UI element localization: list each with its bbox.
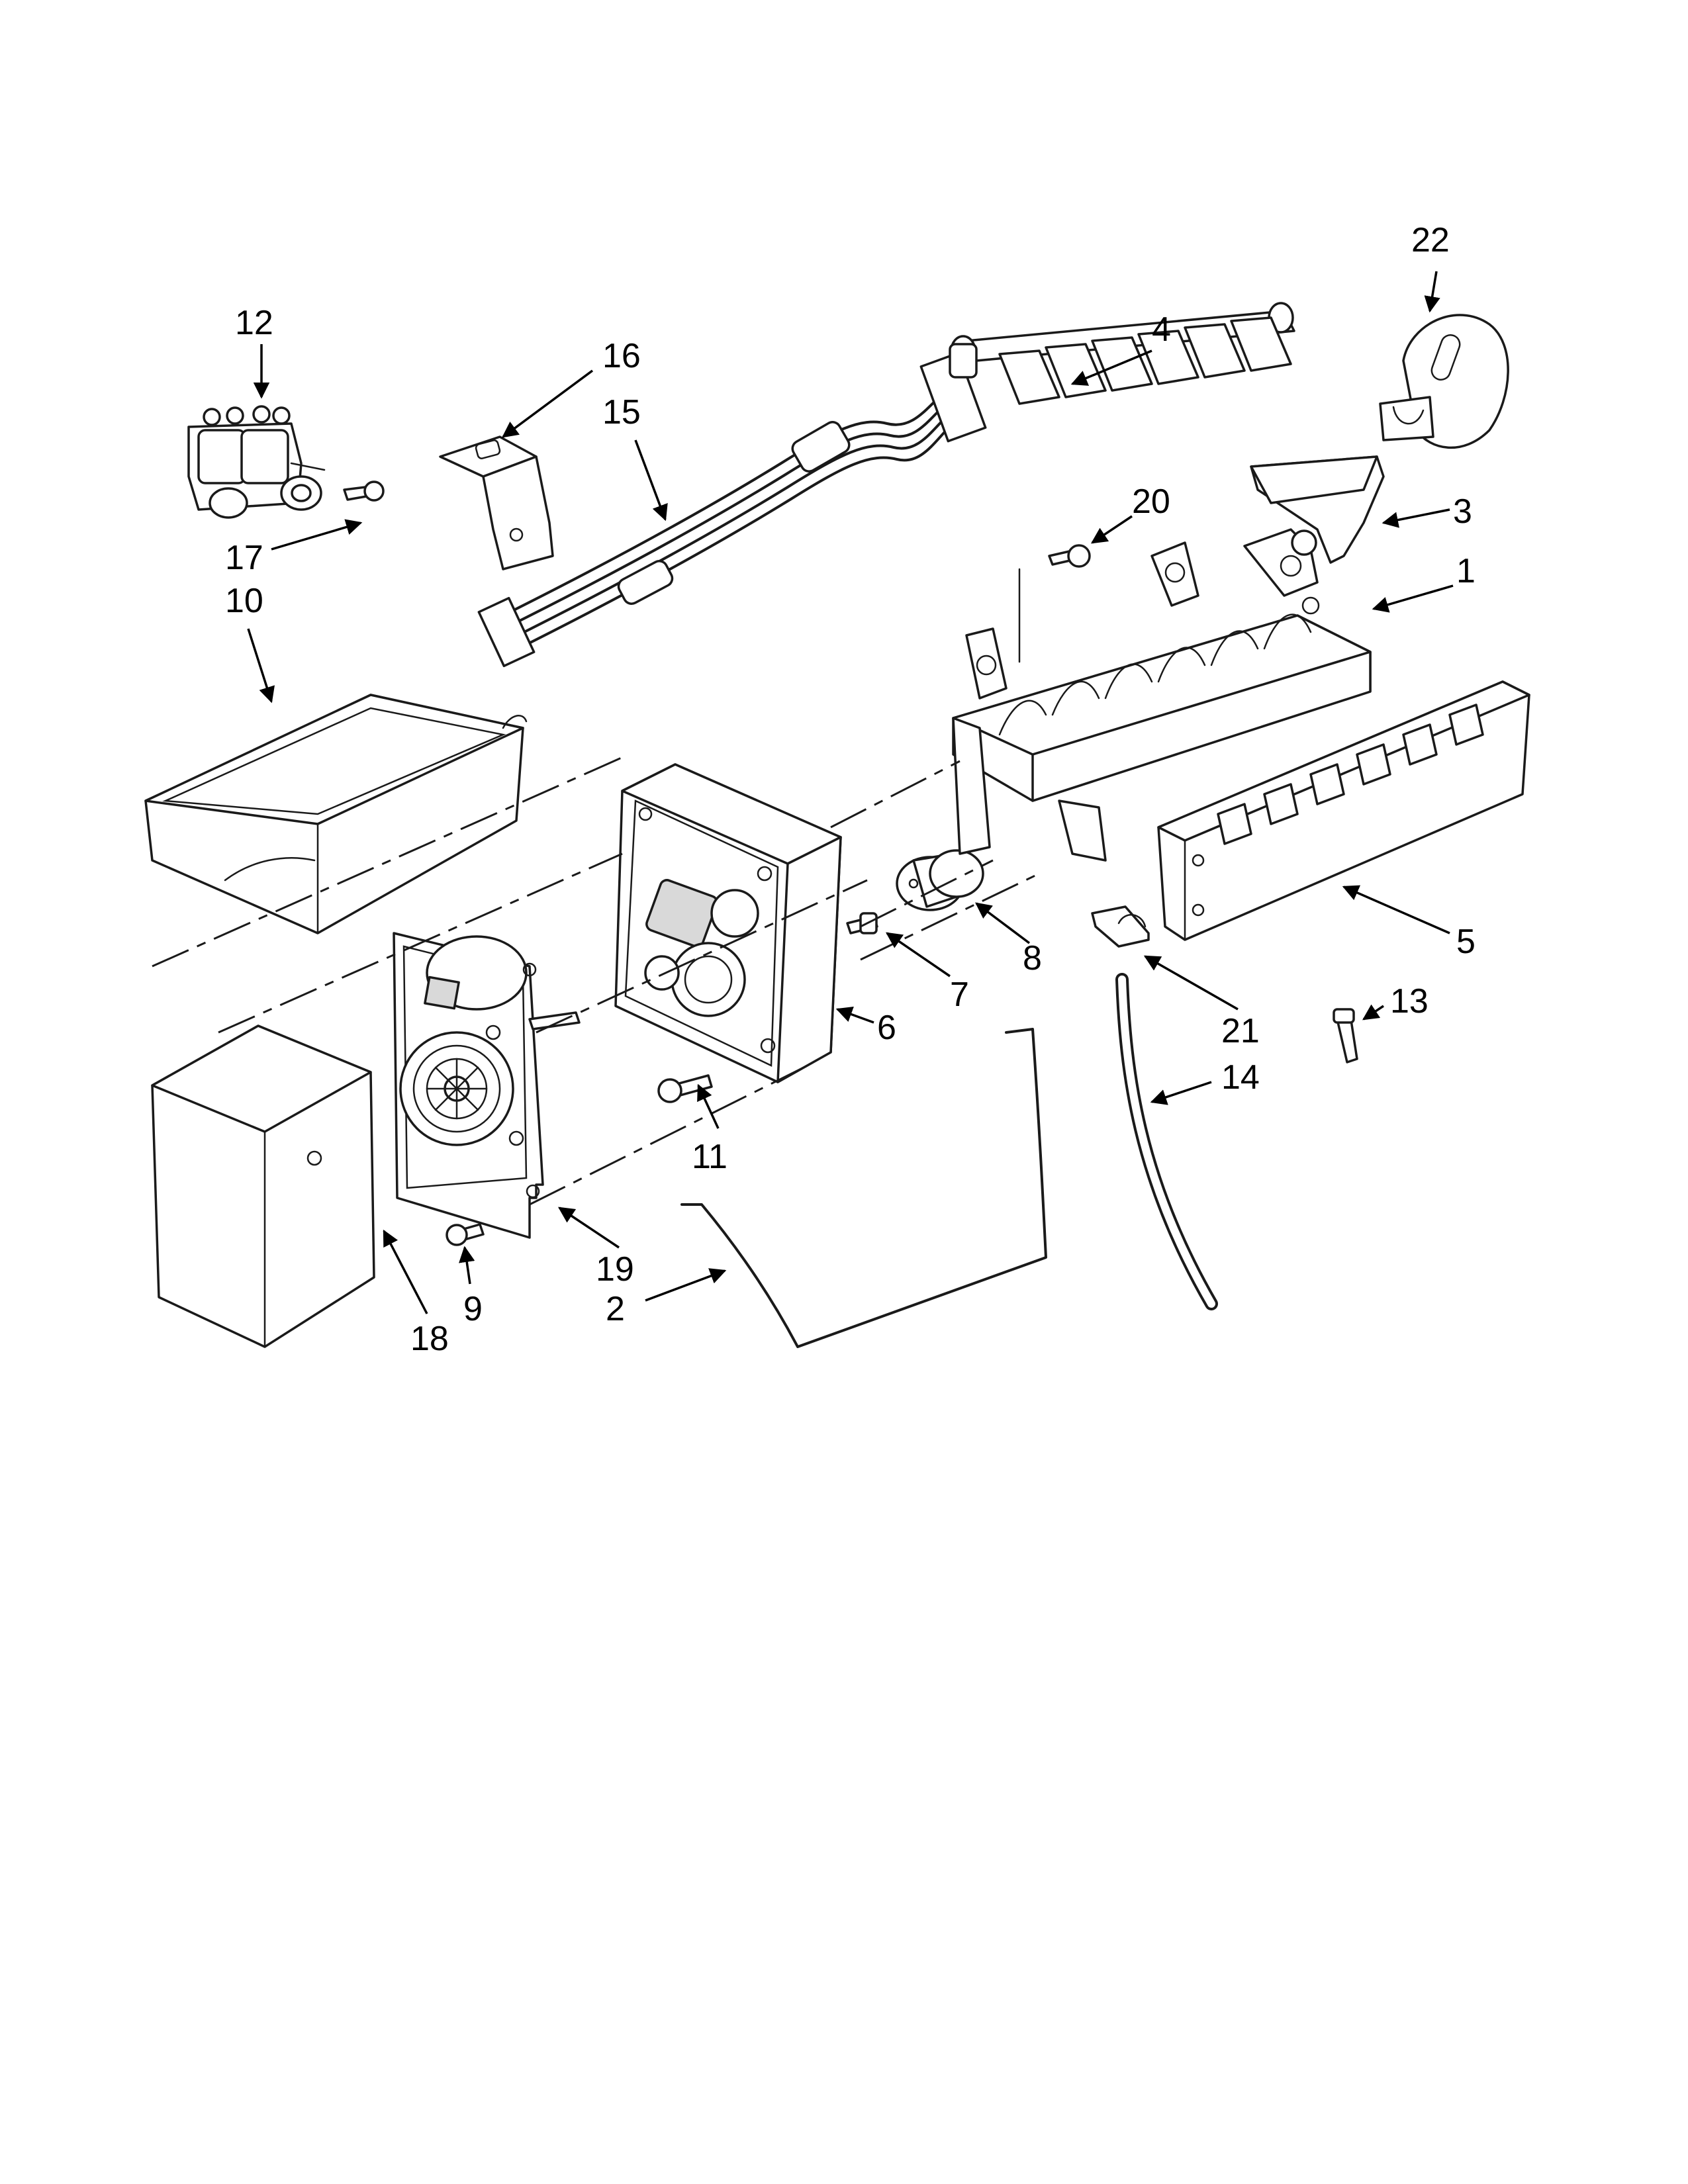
callout-22: 22 bbox=[1411, 221, 1450, 259]
part-4-ejector bbox=[949, 302, 1295, 405]
part-7-coupling bbox=[846, 912, 878, 934]
callout-19: 19 bbox=[596, 1250, 634, 1289]
callout-12: 12 bbox=[235, 304, 273, 342]
callout-13: 13 bbox=[1390, 982, 1429, 1021]
callout-15: 15 bbox=[602, 393, 641, 432]
callout-5: 5 bbox=[1456, 923, 1476, 961]
part-10-ice-bin bbox=[144, 694, 528, 934]
callout-11: 11 bbox=[692, 1138, 727, 1176]
callout-21: 21 bbox=[1221, 1012, 1260, 1050]
part-6-housing bbox=[614, 763, 842, 1083]
callout-labels: 22 12 16 15 4 17 10 20 3 1 5 8 7 6 11 21… bbox=[225, 221, 1476, 1358]
callout-17: 17 bbox=[225, 539, 263, 577]
callout-6: 6 bbox=[877, 1009, 896, 1047]
callout-10: 10 bbox=[225, 582, 263, 620]
assembly-lines bbox=[152, 568, 1040, 1206]
part-16-bracket bbox=[439, 435, 554, 570]
callout-18: 18 bbox=[410, 1320, 449, 1358]
part-22-cap bbox=[1379, 314, 1509, 449]
part-1-ice-mold bbox=[952, 528, 1372, 862]
part-2-bail-arm bbox=[680, 1028, 1047, 1348]
part-15-wire-harness bbox=[477, 351, 987, 668]
part-17-screw bbox=[343, 480, 385, 502]
callout-14: 14 bbox=[1221, 1058, 1260, 1097]
callout-9: 9 bbox=[463, 1290, 483, 1328]
part-14-tube bbox=[1115, 973, 1218, 1310]
part-5-stripper bbox=[1157, 680, 1530, 941]
part-19-motor-module bbox=[393, 932, 581, 1239]
callout-8: 8 bbox=[1023, 939, 1042, 978]
callout-4: 4 bbox=[1152, 310, 1171, 349]
part-8-thermostat bbox=[896, 849, 984, 911]
part-3-shroud bbox=[1250, 455, 1385, 564]
part-20-screw bbox=[1048, 544, 1091, 568]
callout-1: 1 bbox=[1456, 552, 1476, 590]
callout-7: 7 bbox=[950, 976, 969, 1014]
callout-16: 16 bbox=[602, 337, 641, 375]
part-11-screw bbox=[657, 1074, 713, 1103]
callout-20: 20 bbox=[1132, 482, 1170, 521]
callout-3: 3 bbox=[1453, 492, 1472, 531]
part-18-cover bbox=[151, 1024, 375, 1348]
callout-leaders bbox=[247, 271, 1454, 1314]
part-13-connector bbox=[1333, 1008, 1358, 1064]
part-21-clip bbox=[1091, 905, 1150, 948]
part-9-screw bbox=[445, 1223, 485, 1246]
callout-2: 2 bbox=[606, 1290, 625, 1328]
part-12-water-valve bbox=[187, 405, 326, 519]
